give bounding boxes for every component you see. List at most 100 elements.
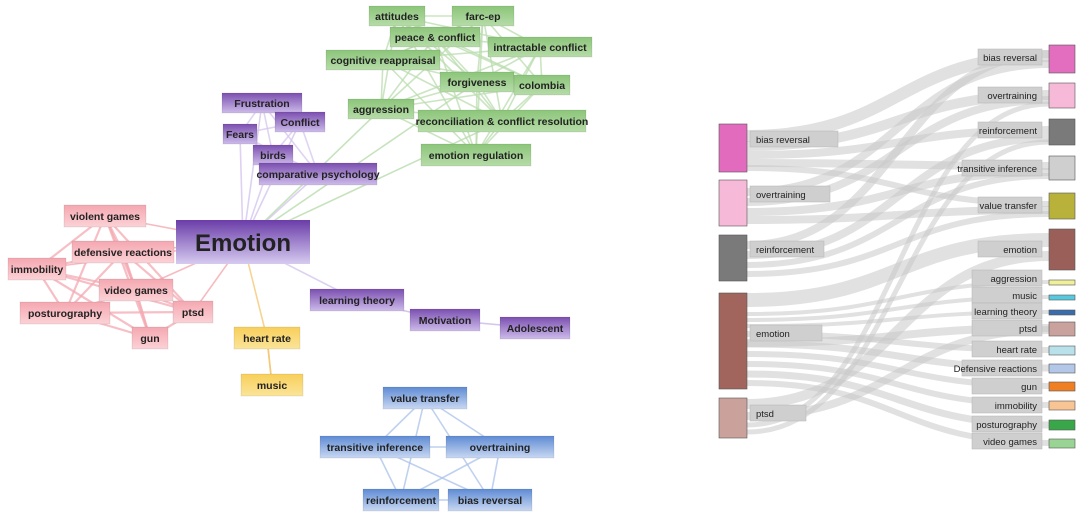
network-node-intractable-conflict[interactable]: intractable conflict — [487, 36, 593, 58]
network-node-peace-and-conflict[interactable]: peace & conflict — [389, 26, 481, 48]
network-node-ptsd[interactable]: ptsd — [172, 300, 214, 324]
network-node-label: ptsd — [182, 307, 204, 319]
network-node-attitudes[interactable]: attitudes — [368, 5, 426, 27]
sankey-source-bar — [718, 179, 748, 227]
sankey-target-bar — [1048, 155, 1076, 181]
network-node-learning-theory[interactable]: learning theory — [309, 288, 405, 312]
sankey-source-label: bias reversal — [756, 135, 810, 146]
network-node-box — [389, 26, 481, 48]
sankey-source-bias-reversal[interactable]: bias reversal — [718, 123, 839, 173]
network-node-aggression[interactable]: aggression — [347, 98, 415, 120]
sankey-source-ptsd[interactable]: ptsd — [718, 397, 807, 439]
sankey-target-bar — [1048, 438, 1076, 449]
network-node-colombia[interactable]: colombia — [513, 74, 571, 96]
network-node-video-games[interactable]: video games — [98, 278, 174, 302]
network-node-transitive-inference[interactable]: transitive inference — [319, 435, 431, 459]
network-edge — [242, 102, 263, 243]
network-node-label: immobility — [11, 264, 64, 276]
sankey-source-bar — [718, 397, 748, 439]
network-node-box — [368, 5, 426, 27]
network-node-emotion-center[interactable]: Emotion — [176, 220, 310, 264]
network-node-comparative-psychology[interactable]: comparative psychology — [256, 162, 380, 186]
sankey-target-label: gun — [1021, 382, 1037, 393]
sankey-target-posturography[interactable]: posturography — [971, 415, 1076, 433]
sankey-target-bar — [1048, 321, 1076, 337]
network-node-box — [19, 301, 111, 325]
network-node-overtraining[interactable]: overtraining — [445, 435, 555, 459]
network-node-label: learning theory — [319, 295, 395, 307]
sankey-source-overtraining[interactable]: overtraining — [718, 179, 831, 227]
sankey-source-label: reinforcement — [756, 245, 814, 256]
network-node-box — [233, 326, 301, 350]
network-node-box — [499, 316, 571, 340]
sankey-target-label: overtraining — [987, 91, 1037, 102]
network-node-label: posturography — [28, 308, 102, 320]
network-node-music[interactable]: music — [240, 373, 304, 397]
sankey-target-label-box — [961, 159, 1043, 177]
network-node-reinforcement[interactable]: reinforcement — [362, 488, 440, 512]
sankey-target-bar — [1048, 82, 1076, 109]
sankey-source-label: ptsd — [756, 409, 774, 420]
sankey-source-bar — [718, 292, 748, 390]
network-node-conflict[interactable]: Conflict — [274, 111, 326, 133]
sankey-target-gun[interactable]: gun — [971, 377, 1076, 395]
sankey-source-label: emotion — [756, 329, 790, 340]
network-node-label: forgiveness — [448, 77, 507, 89]
sankey-target-label: emotion — [1003, 245, 1037, 256]
network-edge — [482, 15, 503, 122]
network-node-immobility[interactable]: immobility — [7, 257, 67, 281]
network-node-farc-ep[interactable]: farc-ep — [451, 5, 515, 27]
network-node-box — [513, 74, 571, 96]
network-node-box — [309, 288, 405, 312]
network-node-label: emotion regulation — [429, 150, 524, 162]
network-node-fears[interactable]: Fears — [222, 123, 258, 145]
network-node-forgiveness[interactable]: forgiveness — [439, 71, 515, 93]
sankey-source-emotion[interactable]: emotion — [718, 292, 823, 390]
sankey-flow — [746, 173, 1050, 268]
network-node-defensive-reactions[interactable]: defensive reactions — [71, 240, 175, 264]
sankey-nodes: bias reversal overtraining reinforcement em… — [718, 44, 1076, 450]
sankey-target-heart-rate[interactable]: heart rate — [971, 340, 1076, 358]
network-node-cognitive-reappraisal[interactable]: cognitive reappraisal — [325, 49, 441, 71]
sankey-target-label: ptsd — [1019, 324, 1037, 335]
network-node-emotion-regulation[interactable]: emotion regulation — [420, 143, 532, 167]
sankey-target-ptsd[interactable]: ptsd — [971, 319, 1076, 337]
sankey-target-label-box — [971, 432, 1043, 450]
network-node-label: heart rate — [243, 333, 291, 345]
sankey-target-transitive-inference[interactable]: transitive inference — [957, 155, 1076, 181]
sankey-target-value-transfer[interactable]: value transfer — [977, 192, 1076, 220]
network-node-reconciliation-and-conflict-resolution[interactable]: reconciliation & conflict resolution — [416, 109, 589, 133]
sankey-target-emotion[interactable]: emotion — [977, 228, 1076, 271]
network-node-adolescent[interactable]: Adolescent — [499, 316, 571, 340]
network-node-value-transfer[interactable]: value transfer — [382, 386, 468, 410]
network-node-box — [63, 204, 147, 228]
network-node-box — [362, 488, 440, 512]
sankey-source-reinforcement[interactable]: reinforcement — [718, 234, 825, 282]
network-node-posturography[interactable]: posturography — [19, 301, 111, 325]
network-node-violent-games[interactable]: violent games — [63, 204, 147, 228]
network-node-motivation[interactable]: Motivation — [409, 308, 481, 332]
network-node-gun[interactable]: gun — [131, 326, 169, 350]
sankey-target-video-games[interactable]: video games — [971, 432, 1076, 450]
network-node-box — [131, 326, 169, 350]
sankey-target-label-box — [977, 196, 1043, 214]
network-edge — [63, 215, 107, 314]
sankey-target-immobility[interactable]: immobility — [971, 396, 1076, 414]
network-node-birds[interactable]: birds — [252, 144, 294, 166]
sankey-target-defensive-reactions[interactable]: Defensive reactions — [954, 359, 1076, 377]
network-node-frustration[interactable]: Frustration — [221, 92, 303, 114]
sankey-target-music[interactable]: music — [971, 286, 1076, 304]
network-node-label: birds — [260, 150, 286, 162]
network-center-label: Emotion — [195, 230, 291, 257]
sankey-target-bias-reversal[interactable]: bias reversal — [977, 44, 1076, 74]
network-node-label: farc-ep — [465, 11, 500, 23]
sankey-target-reinforcement[interactable]: reinforcement — [977, 118, 1076, 146]
sankey-source-bar — [718, 123, 748, 173]
network-node-bias-reversal[interactable]: bias reversal — [447, 488, 533, 512]
sankey-target-overtraining[interactable]: overtraining — [977, 82, 1076, 109]
sankey-target-aggression[interactable]: aggression — [971, 269, 1076, 287]
sankey-target-learning-theory[interactable]: learning theory — [971, 302, 1076, 320]
sankey-target-label: learning theory — [974, 307, 1037, 318]
network-node-heart-rate[interactable]: heart rate — [233, 326, 301, 350]
